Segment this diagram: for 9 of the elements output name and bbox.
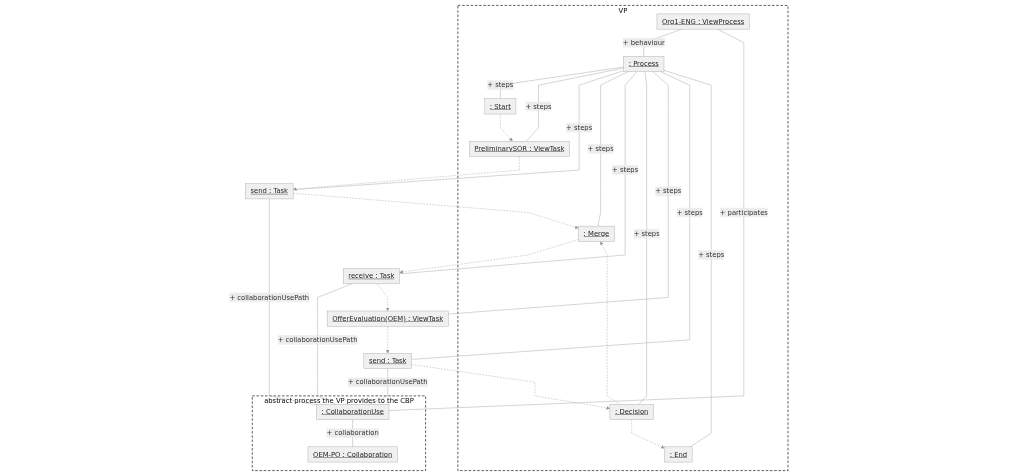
- connector: [317, 283, 353, 405]
- connector: [598, 71, 629, 227]
- connector: [269, 198, 317, 406]
- connector: [448, 71, 669, 315]
- connector: [664, 70, 712, 448]
- connector: [293, 70, 625, 190]
- connector: [411, 71, 691, 360]
- connector: [638, 71, 648, 405]
- connector: [500, 66, 625, 99]
